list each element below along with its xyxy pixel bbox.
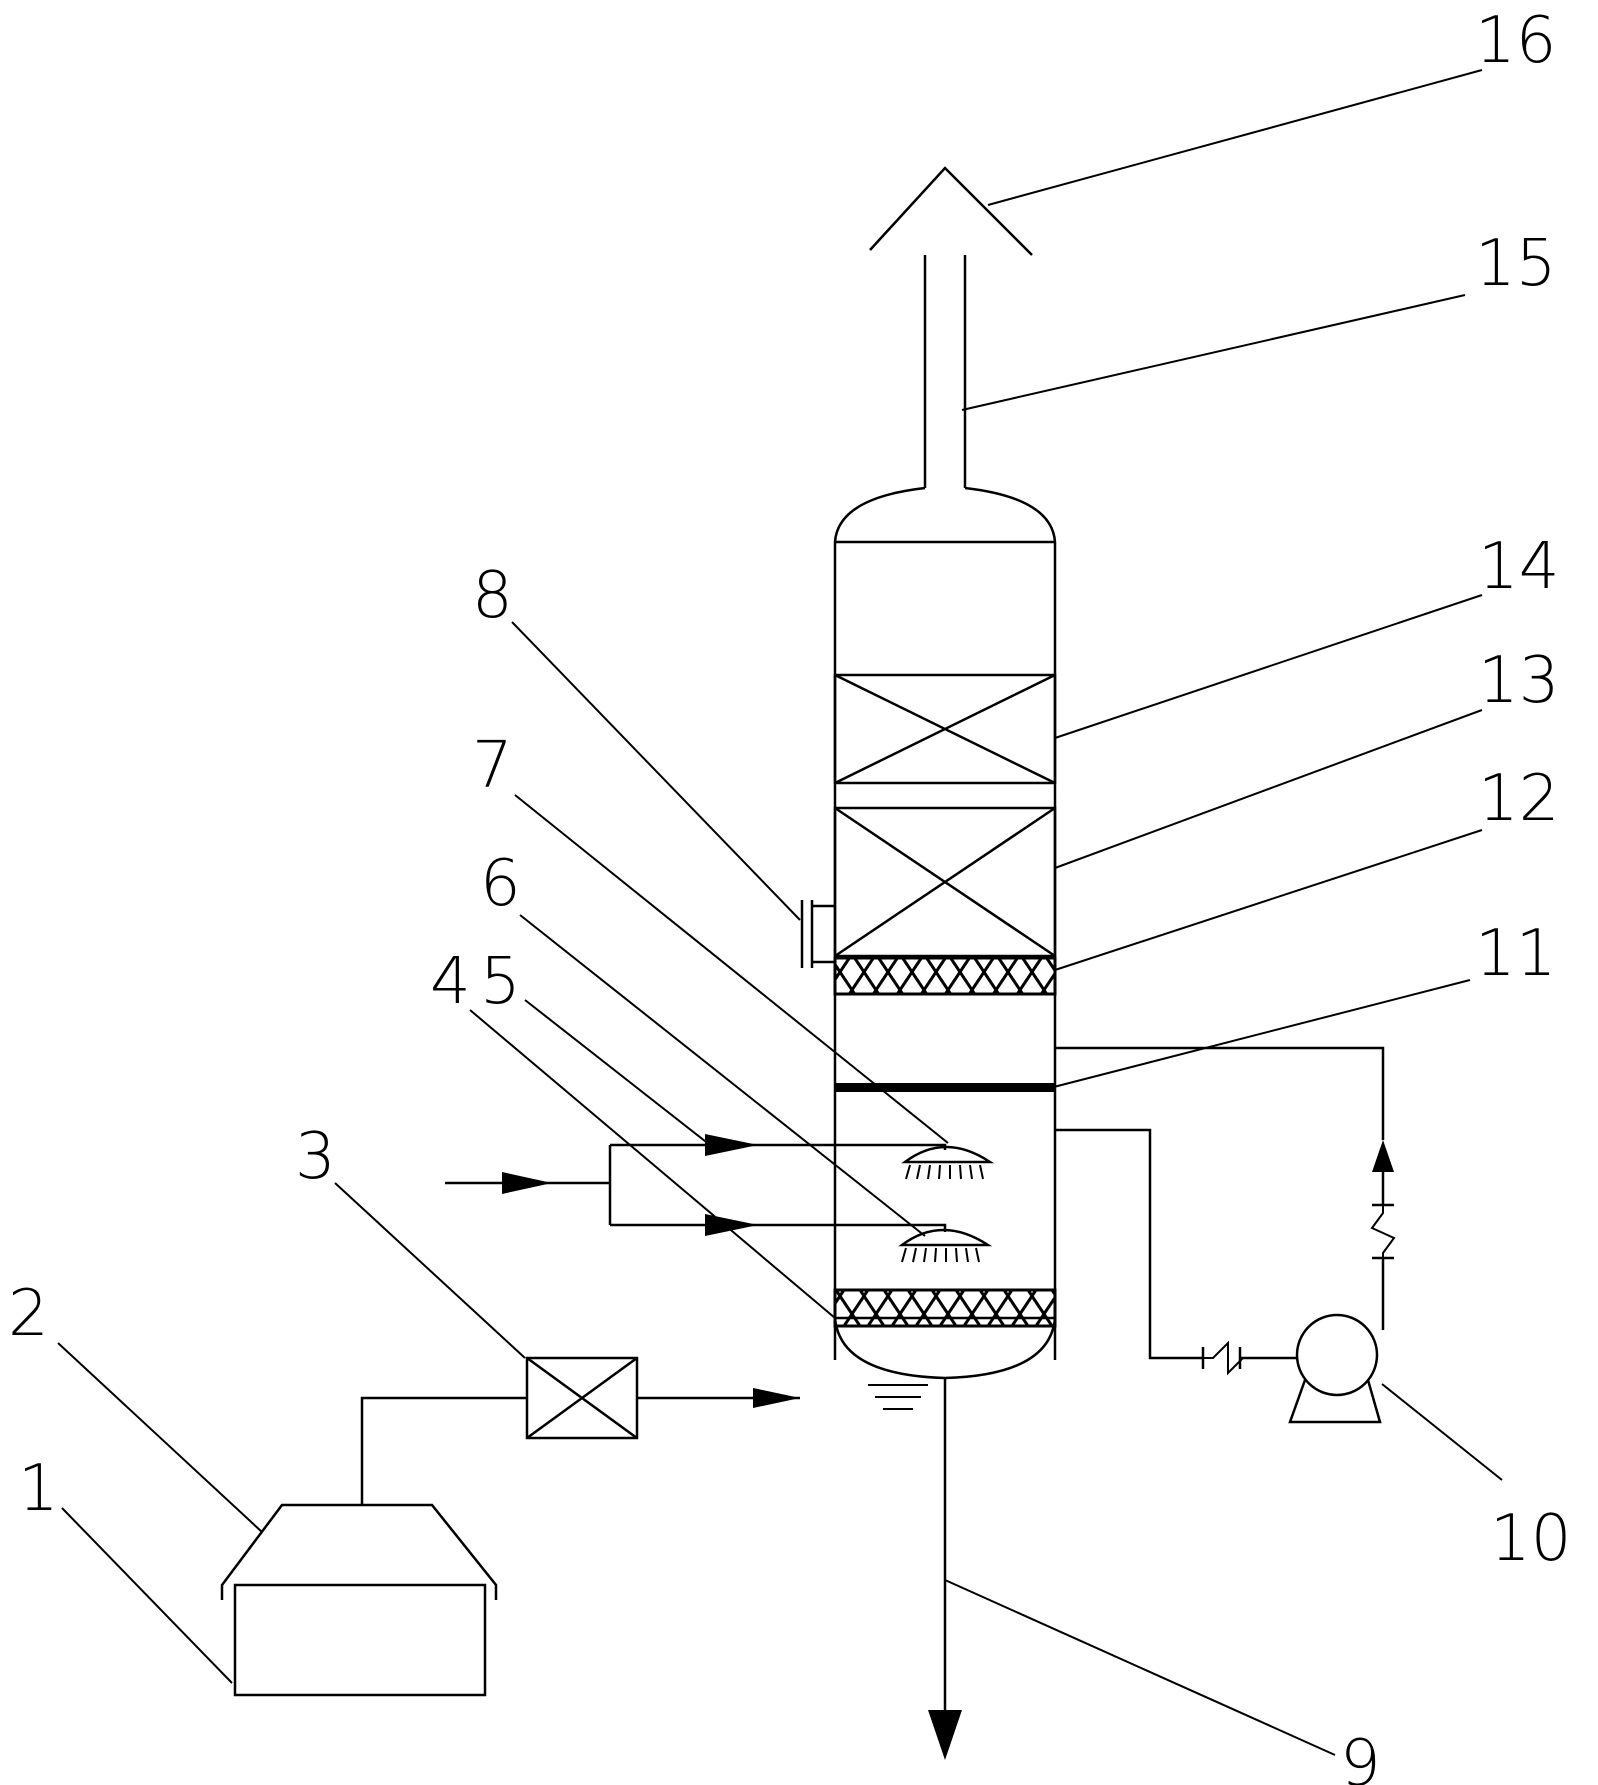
label-10: 10 [1490, 1502, 1571, 1576]
upper-demister [833, 956, 1057, 996]
reagent-feed-lines [445, 1134, 947, 1236]
rain-cap [869, 166, 1033, 256]
distribution-plate [835, 1083, 1055, 1092]
circulation-lines [1055, 1046, 1396, 1376]
lower-demister [833, 1288, 1057, 1328]
lower-spray-nozzle [898, 1228, 993, 1263]
upper-spray-nozzle [901, 1145, 995, 1180]
collection-hood [220, 1503, 498, 1600]
label-15: 15 [1475, 227, 1556, 301]
emission-source-box [233, 1583, 487, 1697]
leader-lines [57, 69, 1503, 1756]
inlet-duct [360, 1396, 527, 1505]
label-14: 14 [1478, 530, 1559, 604]
observation-port [800, 900, 835, 968]
fan-box [525, 1356, 639, 1440]
label-4: 4 [430, 945, 471, 1019]
label-9: 9 [1340, 1727, 1381, 1785]
label-6: 6 [480, 847, 521, 921]
label-16: 16 [1475, 4, 1556, 78]
label-13: 13 [1478, 644, 1559, 718]
exhaust-stack [923, 255, 967, 488]
part-labels: 1 2 3 4 5 6 7 8 9 10 11 12 13 14 15 16 [8, 4, 1571, 1785]
label-1: 1 [18, 1452, 59, 1526]
label-3: 3 [295, 1120, 336, 1194]
liquid-level-symbol [868, 1384, 928, 1410]
upper-packing-layer [833, 673, 1057, 785]
label-12: 12 [1478, 762, 1559, 836]
lower-packing-layer [833, 806, 1057, 958]
inlet-flow-arrow [753, 1388, 800, 1408]
label-7: 7 [472, 729, 513, 803]
circulation-pump [1288, 1313, 1382, 1424]
label-5: 5 [480, 945, 521, 1019]
label-8: 8 [472, 559, 513, 633]
drain-arrow [928, 1710, 962, 1760]
label-11: 11 [1475, 917, 1556, 991]
label-2: 2 [8, 1277, 49, 1351]
